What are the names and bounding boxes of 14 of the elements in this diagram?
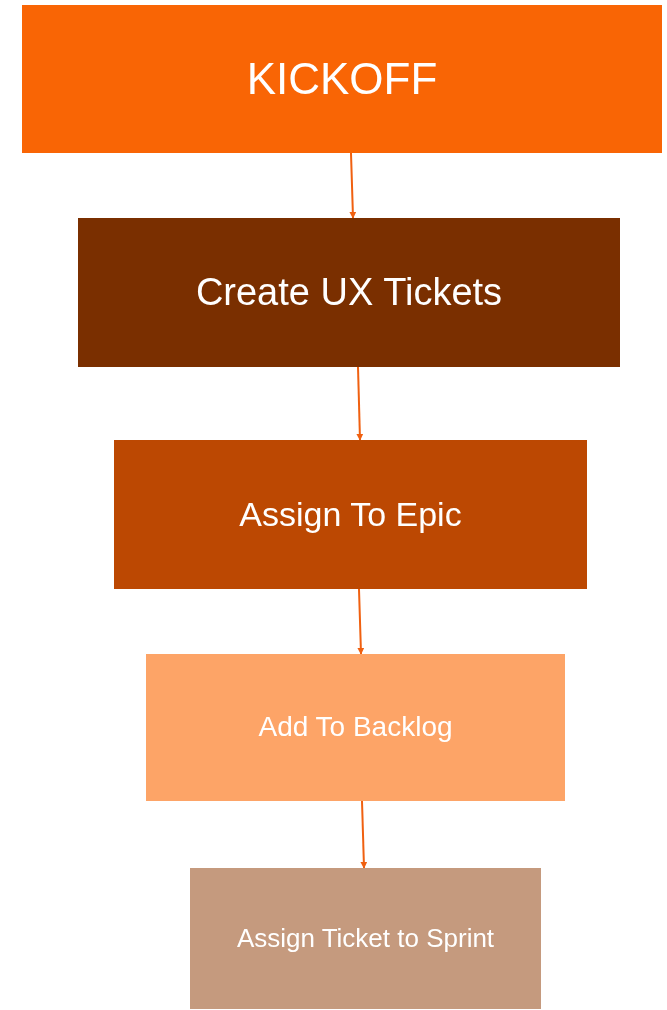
box-label: KICKOFF [246,53,438,105]
arrow [360,800,368,869]
arrow [357,588,365,655]
box-label: Create UX Tickets [195,270,503,315]
process-box [78,218,620,367]
process-box [190,868,541,1009]
arrow [356,366,364,441]
box-label: Assign To Epic [239,494,462,535]
arrow [349,152,357,219]
process-box [22,5,662,153]
process-box [146,654,565,801]
process-box [114,440,587,589]
box-label: Assign Ticket to Sprint [236,923,495,954]
box-label: Add To Backlog [258,711,453,744]
